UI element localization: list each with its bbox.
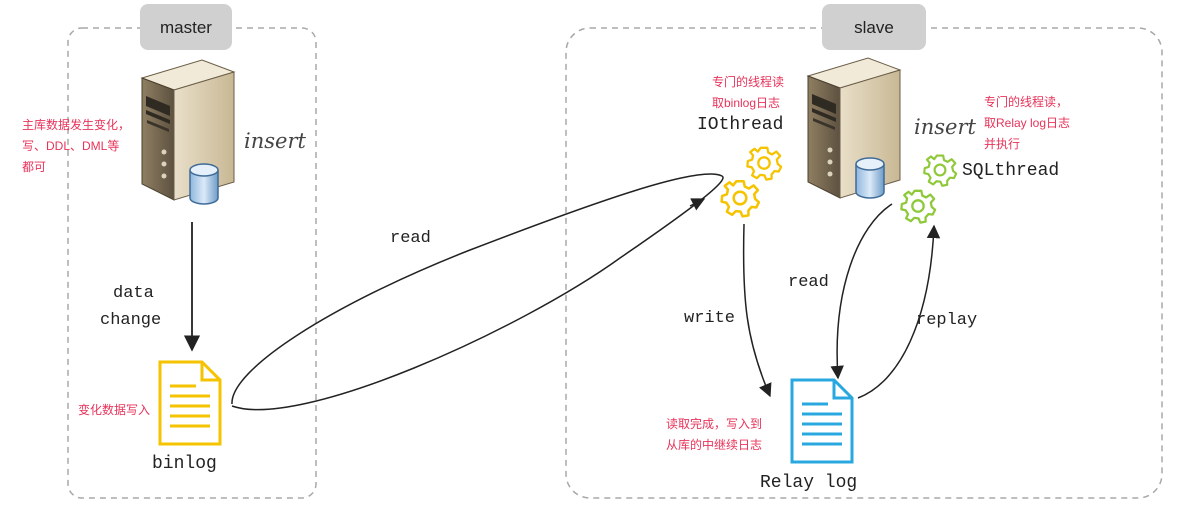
binlog-document-icon: [158, 360, 222, 446]
relay-log-document-icon: [790, 378, 854, 464]
slave-server-icon: [807, 57, 901, 199]
io-thread-note: 专门的线程读 取binlog日志: [712, 74, 787, 110]
slave-title: slave: [854, 18, 894, 37]
sql-read-arrow: [830, 203, 893, 380]
relay-log-note: 读取完成，写入到 从库的中继续日志: [666, 416, 765, 452]
replay-arrow: [857, 224, 941, 399]
read-arrow-tip: [689, 198, 706, 211]
binlog-write-note: 变化数据写入: [78, 402, 150, 417]
master-change-note: 主库数据发生变化， 写、DDL、DML等 都可: [22, 117, 133, 174]
write-arrow: [742, 223, 772, 398]
sql-thread-label: SQLthread: [962, 161, 1059, 181]
master-server-icon: [141, 59, 235, 205]
master-title-tab: [140, 4, 232, 50]
read-label: read: [390, 229, 431, 248]
slave-insert-label: insert: [914, 115, 976, 139]
replay-label: replay: [916, 311, 977, 330]
io-thread-gear-icon: [720, 146, 783, 218]
io-thread-label: IOthread: [697, 115, 783, 135]
read-binlog-arrow: [231, 173, 724, 411]
relay-log-label: Relay log: [760, 473, 857, 493]
slave-title-tab: [822, 4, 926, 50]
master-title: master: [160, 18, 212, 37]
sql-thread-note: 专门的线程读， 取Relay log日志 并执行: [984, 94, 1073, 151]
sql-thread-gear-icon: [900, 154, 958, 224]
data-change-label: data change: [100, 284, 164, 330]
master-insert-label: insert: [244, 129, 306, 153]
slave-box: [565, 27, 1163, 499]
binlog-label: binlog: [152, 454, 217, 474]
write-label: write: [684, 309, 735, 328]
sql-read-label: read: [788, 273, 829, 292]
